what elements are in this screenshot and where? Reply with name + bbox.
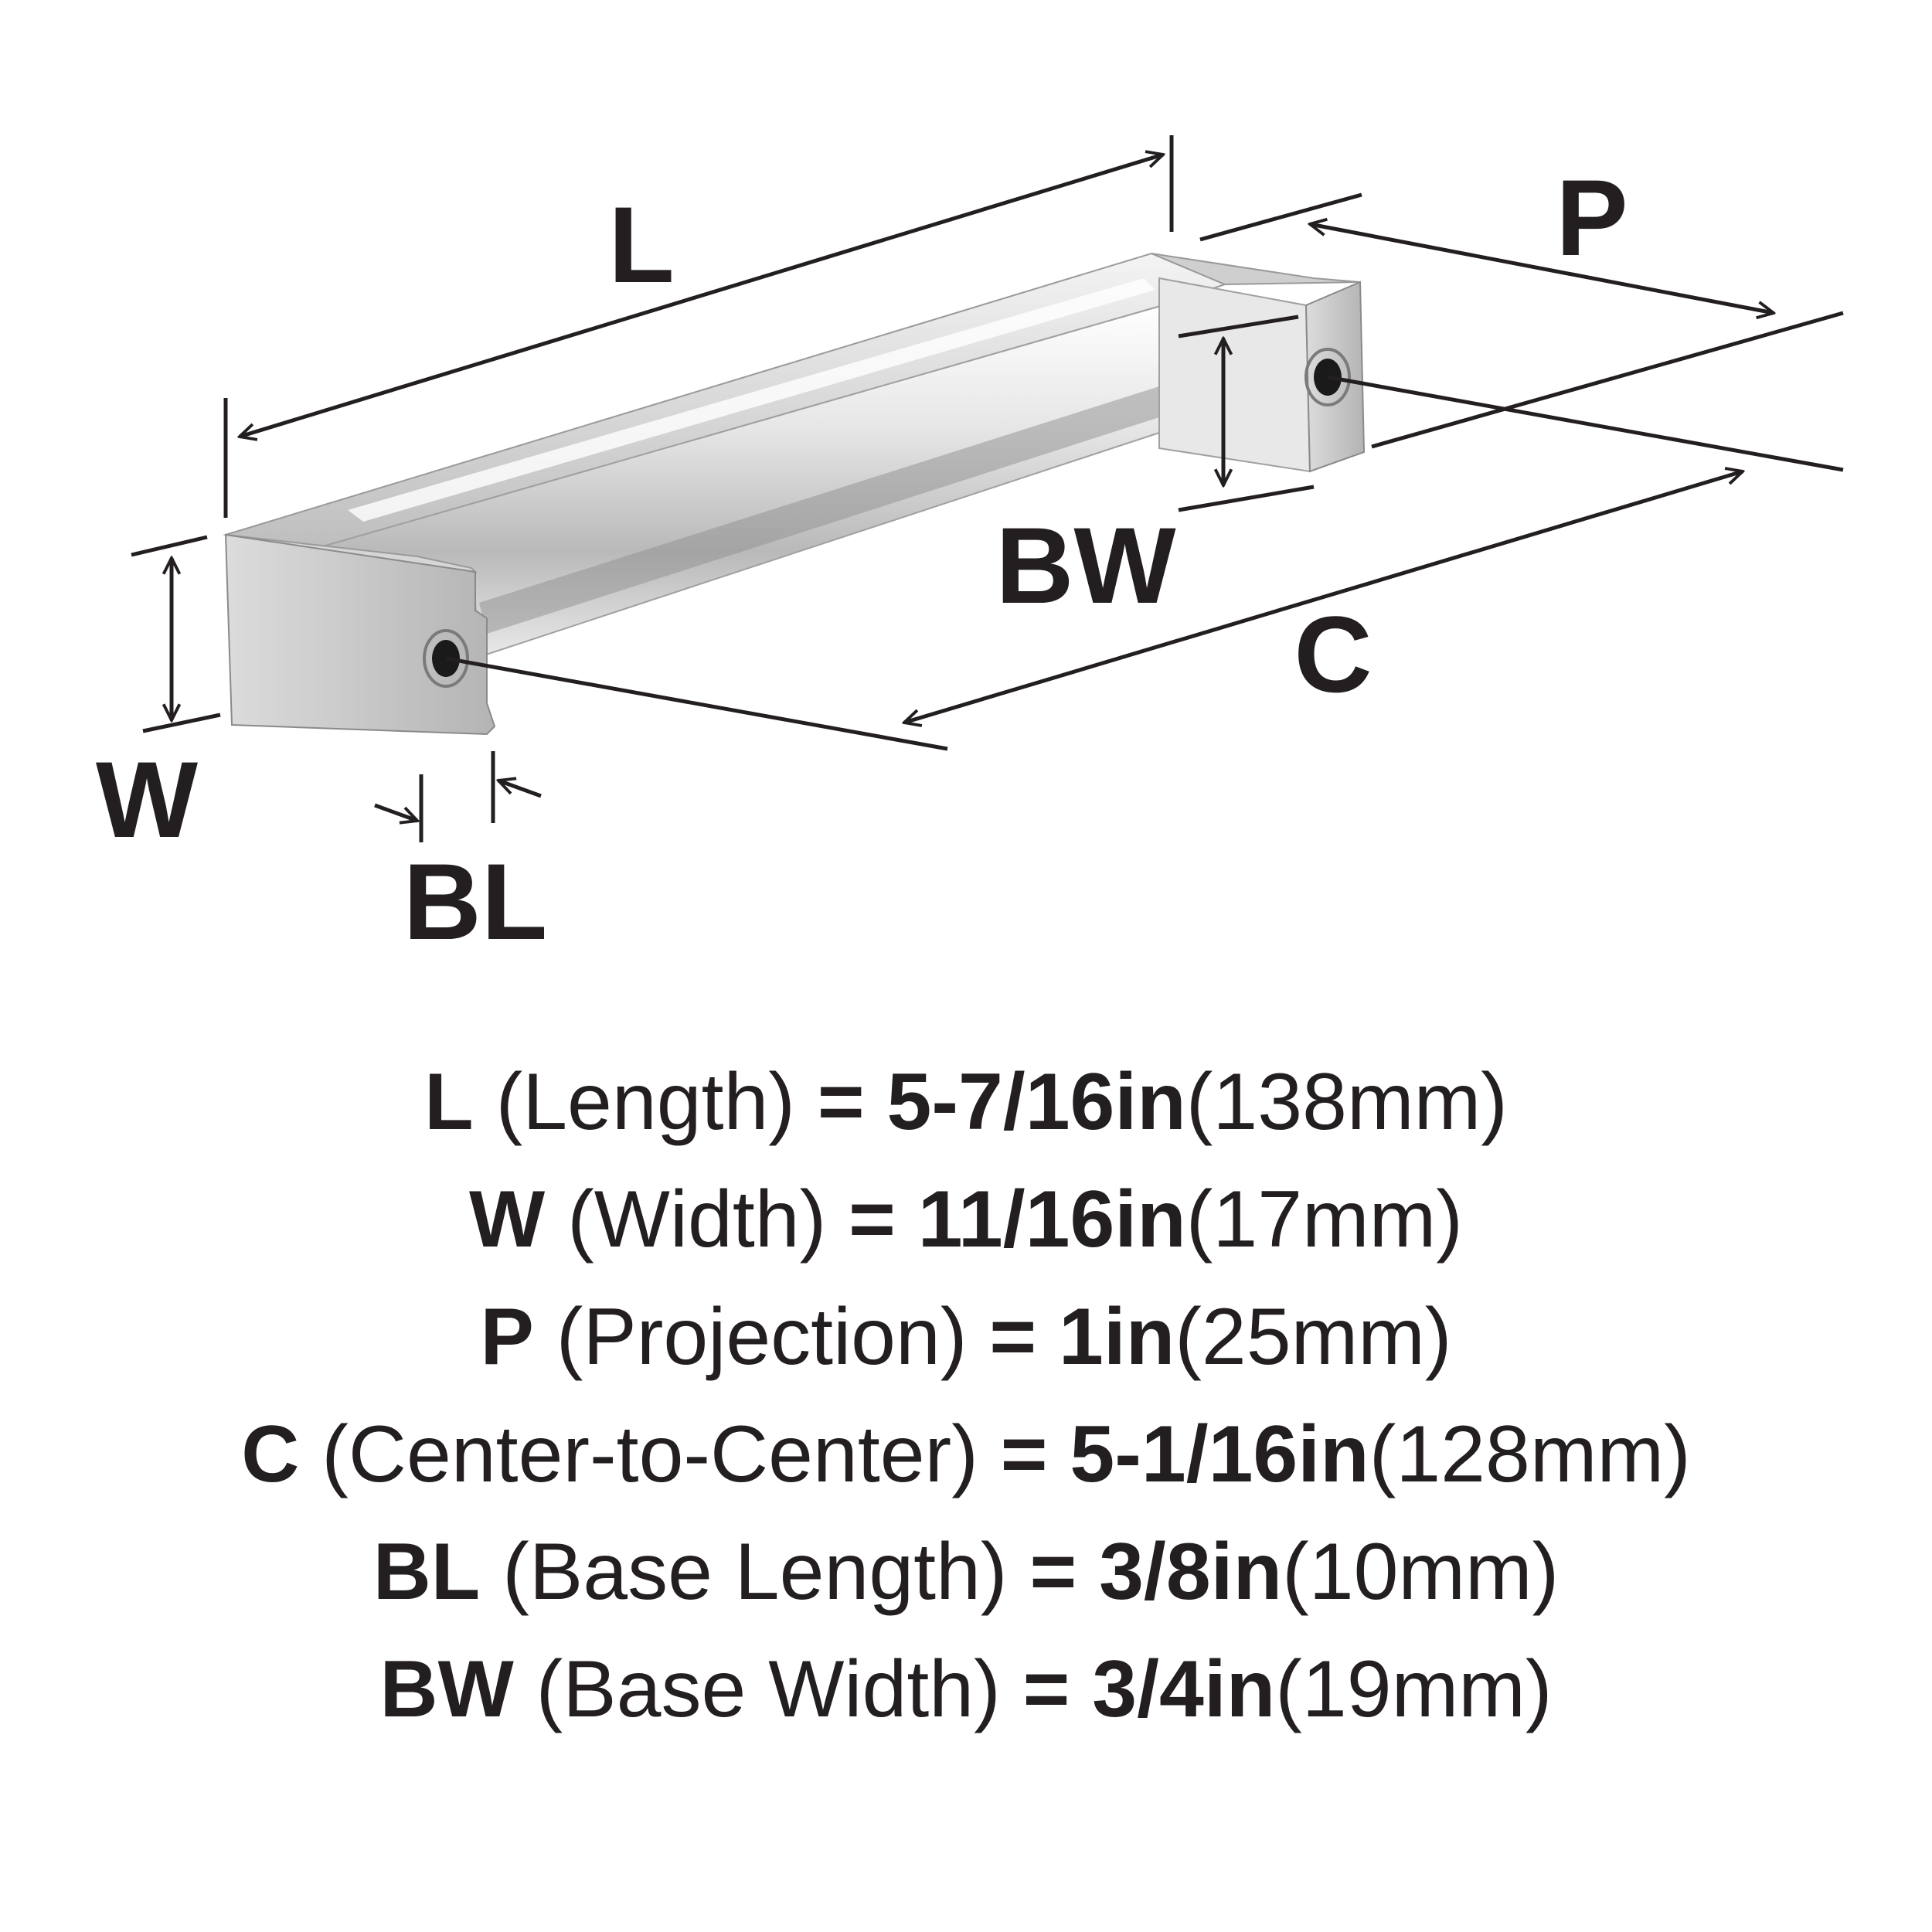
P-extension-left	[1199, 192, 1362, 242]
spec-name: (Projection)	[556, 1292, 968, 1382]
P-dimension-arrow	[1310, 224, 1774, 313]
spec-row-projection: P (Projection) = 1in(25mm)	[0, 1278, 1932, 1396]
label-BL: BL	[403, 841, 548, 962]
spec-equals: =	[989, 1292, 1037, 1382]
spec-imperial: 11/16in	[917, 1175, 1186, 1264]
spec-row-length: L (Length) = 5-7/16in(138mm)	[0, 1043, 1932, 1161]
BL-arrow-right	[498, 781, 542, 798]
spec-name: (Width)	[567, 1175, 827, 1264]
left-post-front	[224, 533, 496, 736]
spec-metric: (25mm)	[1175, 1292, 1452, 1382]
spec-name: (Length)	[495, 1057, 795, 1147]
left-center-line	[445, 656, 948, 751]
BW-extension-bottom	[1178, 485, 1315, 512]
dimension-spec-list: L (Length) = 5-7/16in(138mm) W (Width) =…	[0, 1043, 1932, 1748]
spec-metric: (128mm)	[1369, 1410, 1691, 1499]
handle-bar-shadow	[479, 386, 1159, 634]
spec-row-width: W (Width) = 11/16in(17mm)	[0, 1161, 1932, 1278]
spec-imperial: 1in	[1059, 1292, 1175, 1382]
spec-metric: (138mm)	[1185, 1057, 1508, 1147]
spec-imperial: 3/4in	[1092, 1645, 1276, 1734]
spec-imperial: 5-1/16in	[1070, 1410, 1369, 1499]
spec-row-center-to-center: C (Center-to-Center) = 5-1/16in(128mm)	[0, 1396, 1932, 1513]
right-center-line	[1327, 375, 1844, 472]
dimension-lines	[131, 135, 1844, 842]
spec-equals: =	[1022, 1645, 1070, 1734]
spec-name: (Base Width)	[536, 1645, 1001, 1734]
right-post-front	[1158, 277, 1311, 473]
P-extension-right	[1371, 311, 1844, 449]
spec-name: (Base Length)	[502, 1527, 1008, 1617]
label-C: C	[1294, 594, 1372, 715]
label-P: P	[1556, 157, 1628, 278]
spec-symbol: W	[469, 1175, 546, 1264]
W-extension-bottom	[142, 713, 221, 733]
dimension-labels: L P BW C W BL	[96, 157, 1628, 962]
spec-equals: =	[817, 1057, 865, 1147]
spec-imperial: 5-7/16in	[886, 1057, 1186, 1147]
label-L: L	[608, 184, 675, 305]
W-extension-top	[131, 535, 208, 557]
spec-equals: =	[849, 1175, 896, 1264]
spec-equals: =	[1029, 1527, 1077, 1617]
spec-metric: (19mm)	[1275, 1645, 1553, 1734]
spec-metric: (17mm)	[1185, 1175, 1463, 1264]
BL-arrow-left	[374, 803, 417, 821]
spec-equals: =	[1000, 1410, 1048, 1499]
spec-symbol: BL	[372, 1527, 481, 1617]
spec-symbol: P	[480, 1292, 534, 1382]
L-dimension-arrow	[240, 155, 1163, 437]
spec-symbol: C	[241, 1410, 300, 1499]
spec-symbol: BW	[379, 1645, 514, 1734]
spec-name: (Center-to-Center)	[321, 1410, 978, 1499]
spec-imperial: 3/8in	[1099, 1527, 1283, 1617]
BW-extension-top	[1178, 315, 1299, 338]
label-W: W	[96, 739, 198, 860]
spec-row-base-length: BL (Base Length) = 3/8in(10mm)	[0, 1513, 1932, 1631]
spec-symbol: L	[424, 1057, 474, 1147]
spec-row-base-width: BW (Base Width) = 3/4in(19mm)	[0, 1631, 1932, 1748]
cabinet-pull-handle	[223, 252, 1366, 736]
label-BW: BW	[995, 505, 1175, 626]
spec-metric: (10mm)	[1282, 1527, 1560, 1617]
C-dimension-arrow	[904, 471, 1743, 723]
